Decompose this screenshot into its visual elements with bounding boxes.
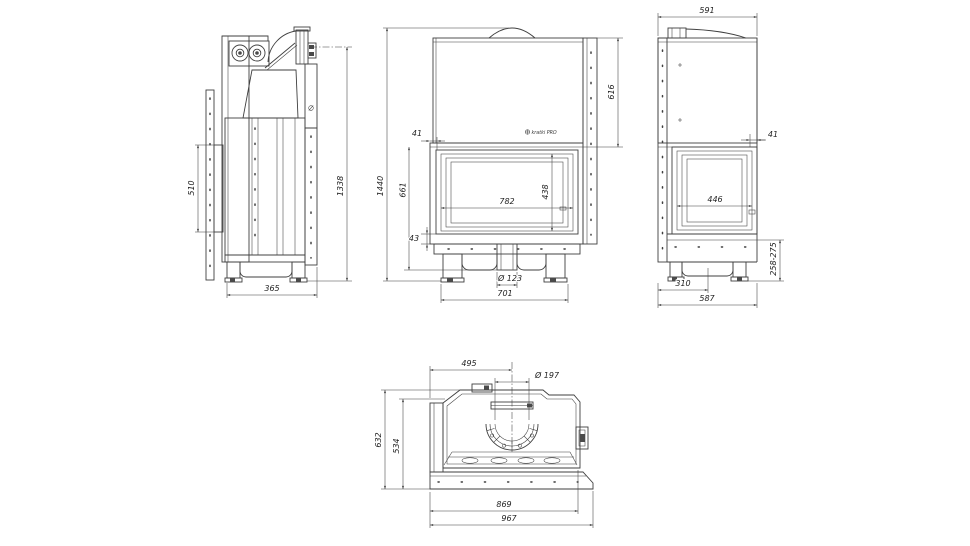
dim-label-534: 534 (392, 438, 401, 453)
dim-label-43: 43 (409, 234, 419, 243)
side-latch (748, 209, 756, 215)
dim-label-661: 661 (399, 182, 408, 197)
dim-label-510: 510 (187, 180, 196, 195)
dim-label-41-front: 41 (412, 129, 422, 138)
dim-label-591: 591 (699, 6, 714, 15)
top-view: 495 Ø 197 632 534 869 967 (373, 358, 594, 528)
top-dimensions: 495 Ø 197 632 534 869 967 (373, 358, 594, 528)
dim-label-446: 446 (707, 195, 722, 204)
fan-unit (228, 40, 270, 67)
side-left-body (205, 26, 318, 283)
side-left-legs (224, 261, 308, 283)
dim-label-701: 701 (497, 289, 512, 298)
top-body (429, 362, 594, 490)
front-dimensions: 41 616 1440 661 782 438 43 Ø 123 701 (375, 27, 623, 303)
dim-label-258-275: 258-275 (769, 242, 778, 275)
side-left-view: 510 1338 365 (186, 26, 352, 298)
duct-curve (267, 30, 297, 63)
flue-connector (293, 26, 317, 65)
dim-label-632: 632 (374, 432, 383, 447)
dim-label-1338: 1338 (336, 176, 345, 196)
dim-label-diameter-123: Ø 123 (497, 273, 522, 283)
dim-label-616: 616 (607, 84, 616, 99)
dim-label-365: 365 (264, 284, 279, 293)
dim-label-310: 310 (675, 279, 690, 288)
handle-arc (488, 27, 536, 39)
air-inlet-stub (496, 243, 518, 271)
side-left-dimensions: 510 1338 365 (186, 46, 352, 298)
dim-label-1440: 1440 (376, 176, 385, 196)
dim-label-495: 495 (461, 359, 476, 368)
side-handle (575, 426, 589, 450)
dim-label-diameter-197: Ø 197 (534, 370, 560, 380)
front-view: kratki PRO (375, 27, 623, 303)
dim-label-41-right: 41 (768, 130, 778, 139)
front-legs (440, 253, 568, 283)
side-glass (671, 146, 758, 235)
dim-label-967: 967 (501, 514, 517, 523)
brand-logo-text: kratki PRO (532, 130, 557, 136)
top-tab (471, 383, 493, 393)
dim-label-782: 782 (499, 197, 514, 206)
side-right-dimensions: 591 41 446 258-275 310 587 (657, 5, 784, 308)
side-right-legs (667, 261, 749, 282)
brand-logo: kratki PRO (525, 129, 557, 136)
dim-label-438: 438 (541, 184, 550, 199)
front-glass (435, 149, 579, 235)
front-body: kratki PRO (429, 27, 598, 283)
side-right-body (657, 27, 758, 282)
dim-label-869: 869 (496, 500, 511, 509)
dim-label-587: 587 (699, 294, 715, 303)
side-right-view: 591 41 446 258-275 310 587 (657, 5, 784, 308)
base-plate (429, 471, 594, 490)
